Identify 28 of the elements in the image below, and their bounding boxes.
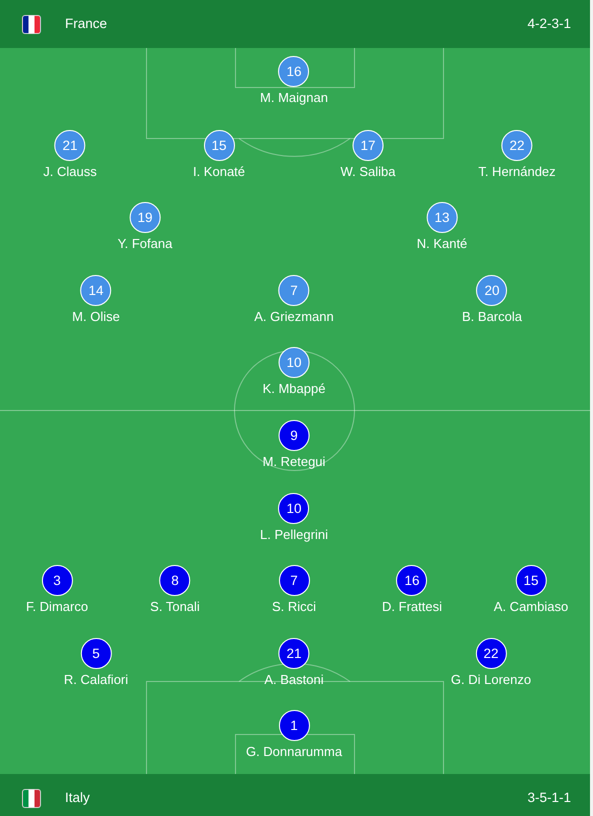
player-name: S. Ricci xyxy=(272,599,316,615)
player-name: T. Hernández xyxy=(478,164,556,180)
player-name: J. Clauss xyxy=(43,164,97,180)
player-name: N. Kanté xyxy=(416,236,468,252)
player-name: M. Retegui xyxy=(262,454,326,470)
player-name: I. Konaté xyxy=(192,164,246,180)
player-name: A. Cambiaso xyxy=(494,599,568,615)
player-name: R. Calafiori xyxy=(64,672,128,688)
player-name: S. Tonali xyxy=(150,599,200,615)
team-footer-bar xyxy=(0,774,590,816)
player-name: G. Donnarumma xyxy=(246,744,342,760)
player-name: B. Barcola xyxy=(462,309,522,325)
player-name: Y. Fofana xyxy=(118,236,172,252)
player-name: G. Di Lorenzo xyxy=(450,672,532,688)
player-name: M. Maignan xyxy=(260,90,328,106)
player-name: A. Bastoni xyxy=(264,672,324,688)
player-name: F. Dimarco xyxy=(26,599,88,615)
player-name: M. Olise xyxy=(72,309,120,325)
team-name: Italy xyxy=(65,790,90,806)
player-name: L. Pellegrini xyxy=(260,527,328,543)
player-name: W. Saliba xyxy=(340,164,396,180)
team-header-bar xyxy=(0,0,590,48)
formation-label: 3-5-1-1 xyxy=(527,790,571,806)
player-name: A. Griezmann xyxy=(254,309,334,325)
team-name: France xyxy=(65,16,108,32)
player-name: D. Frattesi xyxy=(382,599,442,615)
formation-label: 4-2-3-1 xyxy=(527,16,571,32)
player-name: K. Mbappé xyxy=(262,381,326,397)
